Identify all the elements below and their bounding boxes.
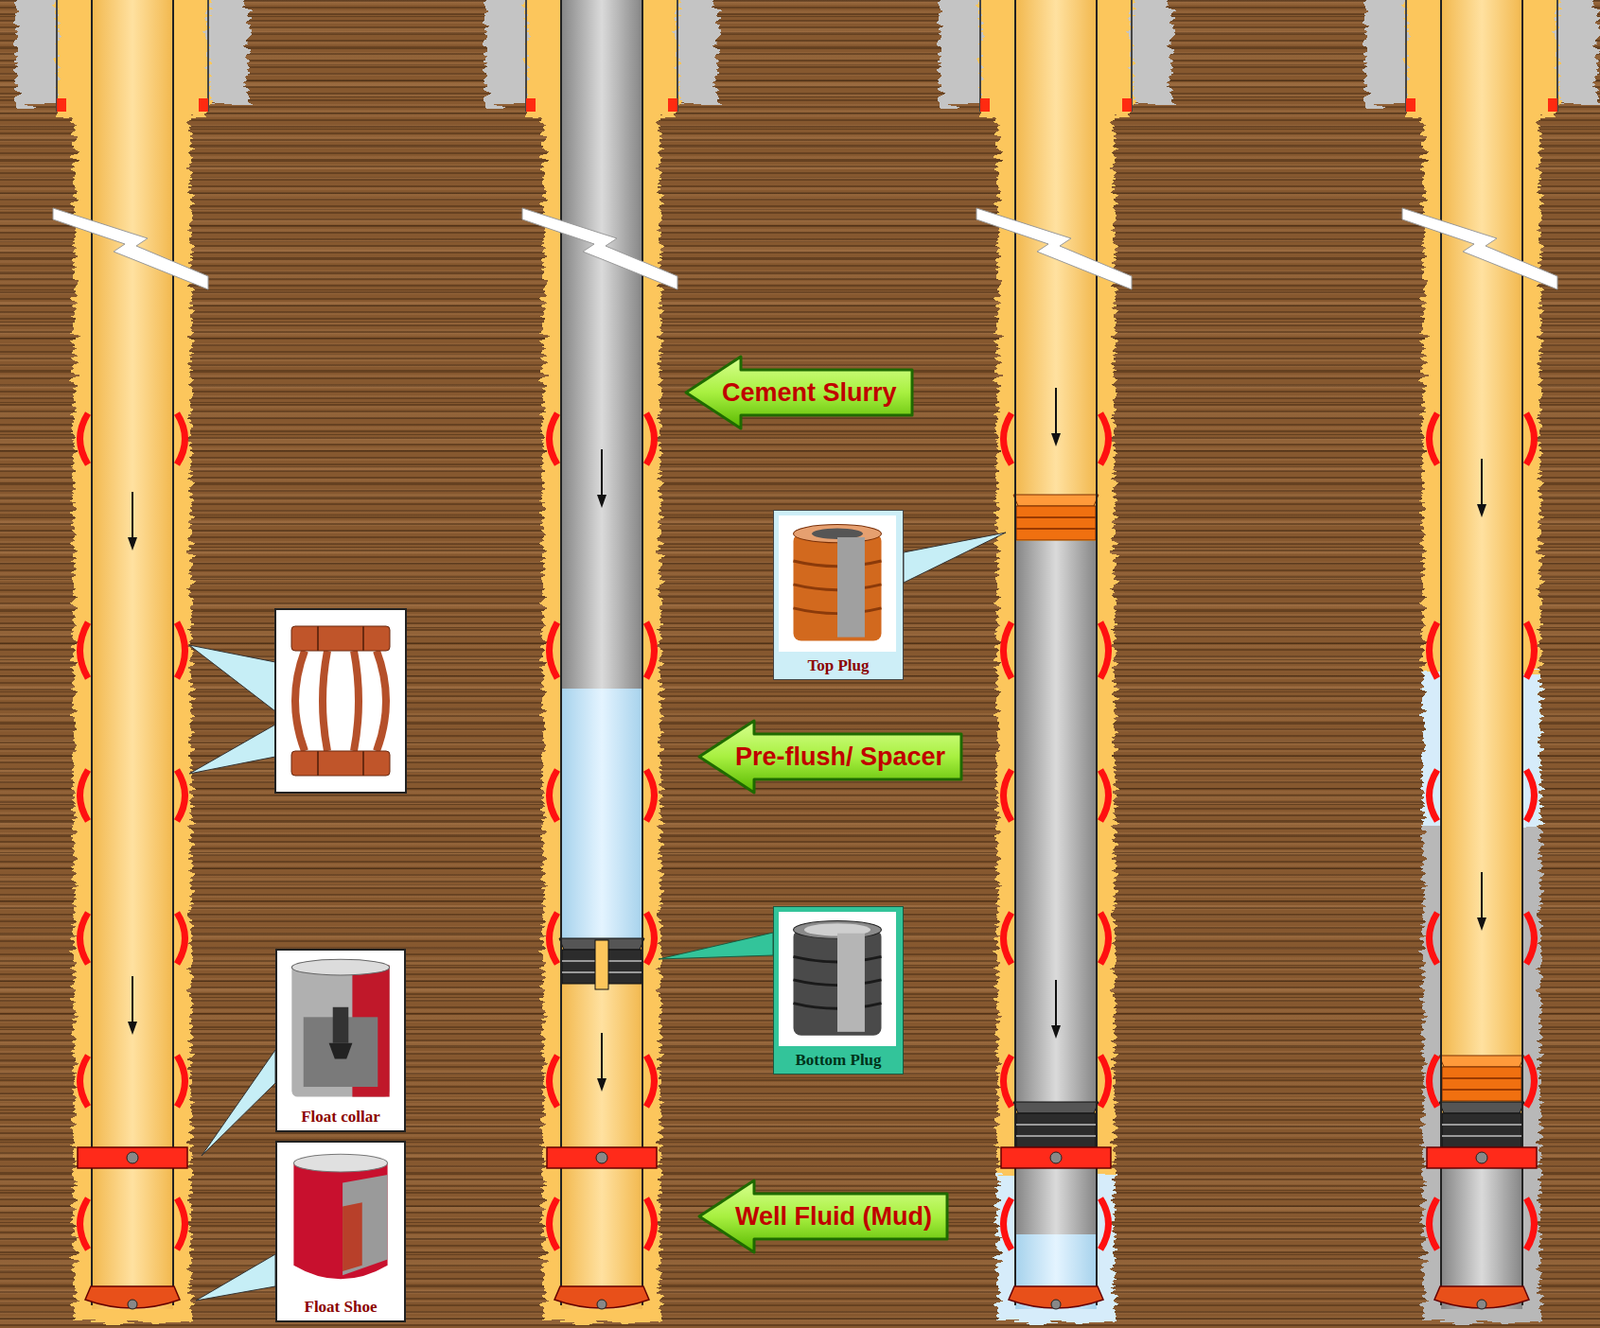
plug-cutaway bbox=[837, 537, 865, 638]
borehole bbox=[940, 0, 1172, 1323]
valve-seat bbox=[329, 1043, 353, 1060]
callout-wedge bbox=[189, 724, 276, 774]
shoe-rim bbox=[293, 1154, 387, 1173]
bottom-plug-picture bbox=[778, 912, 897, 1047]
picture-ground bbox=[778, 912, 897, 1047]
casing-hardware bbox=[522, 0, 678, 1310]
plug-body bbox=[793, 930, 882, 1037]
shoe-body bbox=[293, 1163, 387, 1281]
top-plug-picture bbox=[778, 515, 897, 652]
spring bbox=[322, 650, 328, 752]
collar-body bbox=[291, 966, 389, 1098]
centralizer-band bbox=[291, 751, 390, 776]
arrow-label: Pre-flush/ Spacer bbox=[735, 741, 946, 773]
spring bbox=[353, 650, 359, 752]
band-hinges bbox=[317, 626, 364, 776]
bottom-plug bbox=[1013, 1102, 1099, 1148]
borehole bbox=[1366, 0, 1598, 1323]
bottom-plug-callout: Bottom Plug bbox=[773, 906, 904, 1075]
arrow-label: Cement Slurry bbox=[721, 377, 897, 408]
valve-stem bbox=[333, 1007, 350, 1044]
callout-wedge bbox=[189, 645, 276, 712]
callout-wedge bbox=[201, 1050, 276, 1157]
cement-slurry bbox=[561, 0, 643, 689]
shoe-cutaway bbox=[342, 1175, 388, 1276]
label-arrow: Well Fluid (Mud) bbox=[697, 1178, 950, 1255]
arrow-outline bbox=[699, 720, 962, 793]
well-stage-2 bbox=[486, 0, 718, 1323]
flow-arrow bbox=[597, 449, 607, 509]
callout-wedge bbox=[903, 532, 1006, 583]
flow-arrow bbox=[1476, 872, 1487, 932]
shoe-nose bbox=[342, 1202, 363, 1272]
callout-wedge bbox=[658, 932, 774, 960]
callout-wedge bbox=[195, 1254, 276, 1302]
plug-diaphragm bbox=[595, 940, 609, 990]
collar-rim bbox=[291, 959, 389, 976]
spring bbox=[376, 650, 387, 752]
spring bbox=[295, 650, 305, 752]
arrow-outline bbox=[685, 356, 913, 429]
cement-slurry bbox=[1015, 541, 1097, 1103]
plug-cutaway bbox=[837, 933, 865, 1033]
callout-caption: Float collar bbox=[300, 1107, 381, 1131]
bottom-plug bbox=[1439, 1102, 1525, 1148]
plug-body bbox=[793, 533, 882, 641]
callout-caption: Float Shoe bbox=[304, 1298, 378, 1321]
callout-caption: Top Plug bbox=[807, 656, 869, 680]
top-plug bbox=[1013, 494, 1099, 541]
picture-ground bbox=[281, 955, 400, 1106]
top-plug bbox=[1439, 1055, 1525, 1102]
flow-arrow bbox=[127, 976, 138, 1036]
picture-ground bbox=[281, 1147, 400, 1296]
top-plug-callout: Top Plug bbox=[773, 509, 904, 681]
cement-slurry bbox=[1015, 1168, 1097, 1235]
casing-hardware bbox=[52, 0, 209, 1310]
float-collar-picture bbox=[281, 955, 400, 1106]
flow-arrow bbox=[597, 1033, 607, 1092]
flow-arrow bbox=[127, 492, 138, 551]
well-stage-3 bbox=[940, 0, 1172, 1323]
centralizer-picture bbox=[275, 609, 406, 793]
picture-frame bbox=[275, 609, 406, 793]
centralizer-band bbox=[291, 626, 390, 651]
flow-arrow bbox=[1051, 387, 1061, 447]
casing-hardware bbox=[1402, 0, 1558, 1310]
well-stage-4 bbox=[1366, 0, 1598, 1323]
centralizer-springs bbox=[295, 650, 387, 752]
casing-mud bbox=[91, 0, 174, 1310]
flow-arrow bbox=[1051, 980, 1061, 1039]
casing-hardware bbox=[976, 0, 1132, 1310]
callout-caption: Bottom Plug bbox=[794, 1051, 881, 1074]
label-arrow: Cement Slurry bbox=[684, 354, 915, 431]
flow-arrow bbox=[1476, 458, 1487, 518]
arrow-outline bbox=[699, 1180, 948, 1253]
borehole bbox=[486, 0, 718, 1323]
float-shoe-picture bbox=[281, 1147, 400, 1296]
label-arrow: Pre-flush/ Spacer bbox=[697, 719, 964, 795]
float-collar-callout: Float collar bbox=[275, 949, 406, 1133]
picture-ground bbox=[778, 515, 897, 652]
float-shoe-callout: Float Shoe bbox=[275, 1141, 406, 1323]
spacer bbox=[561, 688, 643, 939]
arrow-label: Well Fluid (Mud) bbox=[735, 1201, 932, 1232]
casing-mud bbox=[561, 0, 643, 1310]
